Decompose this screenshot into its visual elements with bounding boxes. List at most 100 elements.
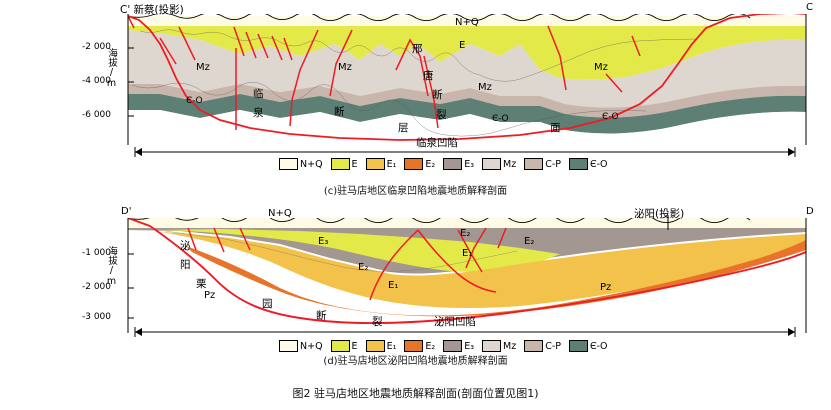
panel-c-fault-lie: 裂 bbox=[436, 109, 447, 121]
panel-c-right-end-label: C bbox=[806, 2, 813, 13]
legend2-swatch-cp bbox=[524, 340, 544, 352]
legend-label-e3: E₃ bbox=[464, 158, 474, 170]
panel-c-unit-eo-3: Є-O bbox=[602, 112, 619, 122]
panel-c-legend: N+Q E E₁ E₂ E₃ Mz C-P Є-O bbox=[279, 158, 613, 170]
legend-label-e2: E₂ bbox=[425, 158, 436, 170]
legend2-swatch-mz bbox=[482, 340, 501, 352]
panel-c-unit-nq: N+Q bbox=[455, 17, 479, 28]
legend-swatch-e1 bbox=[365, 158, 385, 170]
legend2-item-cp: C-P bbox=[524, 340, 561, 352]
panel-d-ytick-0: -1 000 bbox=[82, 248, 112, 258]
panel-d-unit-e2-c: E₂ bbox=[524, 236, 535, 247]
legend-item-e: E bbox=[330, 158, 358, 170]
panel-d-unit-e3: E₃ bbox=[318, 236, 329, 247]
panel-c-left-end-label: C' 新蔡(投影) bbox=[120, 4, 184, 16]
panel-c-fault-tang: 唐 bbox=[423, 70, 434, 82]
panel-d-caption: (d)驻马店地区泌阳凹陷地震地质解释剖面 bbox=[323, 356, 508, 367]
legend2-item-e2: E₂ bbox=[404, 340, 435, 352]
legend2-label-e3: E₃ bbox=[464, 340, 474, 352]
legend2-swatch-nq bbox=[279, 340, 298, 352]
legend2-swatch-e2 bbox=[404, 340, 424, 352]
legend2-swatch-eo bbox=[568, 340, 588, 352]
legend-item-e3: E₃ bbox=[443, 158, 474, 170]
panel-d-left-end-label: D' bbox=[121, 206, 132, 217]
legend2-swatch-e1 bbox=[365, 340, 385, 352]
panel-c-basin-label: 临泉凹陷 bbox=[416, 137, 458, 149]
panel-d-basin-label: 泌阳凹陷 bbox=[434, 316, 476, 328]
legend2-label-e: E bbox=[351, 340, 358, 352]
legend2-swatch-e3 bbox=[443, 340, 463, 352]
panel-c-fault-duan2: 断 bbox=[334, 106, 345, 118]
panel-d-ytick-2: -3 000 bbox=[82, 312, 112, 322]
panel-d-fault-yang: 阳 bbox=[180, 259, 191, 271]
panel-c-ytick-2: -6 000 bbox=[82, 110, 112, 120]
legend-item-eo: Є-O bbox=[568, 158, 608, 170]
panel-d-projection-label: 泌阳(投影) bbox=[634, 208, 685, 220]
panel-c-scale-bar bbox=[134, 147, 796, 157]
panel-d-ytick-1: -2 000 bbox=[82, 282, 112, 292]
legend-label-e: E bbox=[351, 158, 358, 170]
legend2-label-cp: C-P bbox=[545, 340, 561, 352]
panel-c-unit-mz-1: Mz bbox=[196, 62, 210, 73]
panel-c-axis-label: 海拔/m bbox=[106, 48, 117, 89]
panel-c-unit-mz-4: Mz bbox=[594, 62, 608, 73]
panel-d-fault-li: 栗 bbox=[196, 278, 207, 290]
panel-d-fault-lie: 裂 bbox=[372, 316, 383, 328]
legend2-label-eo: Є-O bbox=[589, 340, 608, 352]
legend-swatch-e2 bbox=[404, 158, 424, 170]
legend2-item-e1: E₁ bbox=[365, 340, 396, 352]
panel-d-axis-label: 海拔/m bbox=[106, 246, 117, 287]
legend-item-e2: E₂ bbox=[404, 158, 435, 170]
legend2-item-mz: Mz bbox=[482, 340, 516, 352]
legend2-item-e3: E₃ bbox=[443, 340, 474, 352]
legend-item-mz: Mz bbox=[482, 158, 516, 170]
legend2-label-mz: Mz bbox=[503, 340, 517, 352]
panel-c-fault-mian: 面 bbox=[550, 122, 561, 134]
legend-label-eo: Є-O bbox=[589, 158, 608, 170]
panel-c-ytick-1: -4 000 bbox=[82, 76, 112, 86]
legend-swatch-cp bbox=[524, 158, 544, 170]
legend-item-cp: C-P bbox=[524, 158, 561, 170]
panel-c-fault-quan: 泉 bbox=[253, 107, 264, 119]
legend2-item-nq: N+Q bbox=[279, 340, 323, 352]
legend-label-cp: C-P bbox=[545, 158, 561, 170]
panel-d-layers bbox=[128, 218, 806, 333]
panel-c-unit-eo-2: Є-O bbox=[492, 114, 509, 124]
panel-c-fault-xing: 邢 bbox=[412, 43, 423, 55]
legend-swatch-nq bbox=[279, 158, 298, 170]
panel-d-fault-mi: 泌 bbox=[180, 240, 191, 252]
panel-c-axis bbox=[127, 14, 807, 145]
panel-d-unit-pz-a: Pz bbox=[204, 290, 216, 301]
panel-d-unit-pz-b: Pz bbox=[600, 282, 612, 293]
legend2-label-nq: N+Q bbox=[300, 340, 323, 352]
panel-c-caption: (c)驻马店地区临泉凹陷地震地质解释剖面 bbox=[323, 186, 508, 197]
panel-c-fault-lin: 临 bbox=[253, 88, 264, 100]
legend2-label-e2: E₂ bbox=[425, 340, 436, 352]
panel-c-unit-mz-3: Mz bbox=[478, 82, 492, 93]
legend-label-mz: Mz bbox=[503, 158, 517, 170]
legend-item-nq: N+Q bbox=[279, 158, 323, 170]
legend-label-e1: E₁ bbox=[386, 158, 397, 170]
panel-c-unit-eo-1: Є-O bbox=[186, 96, 203, 106]
panel-d-fault-yuan: 园 bbox=[262, 298, 273, 310]
legend-item-e1: E₁ bbox=[365, 158, 397, 170]
panel-c-ytick-0: -2 000 bbox=[82, 42, 112, 52]
legend-swatch-e3 bbox=[443, 158, 463, 170]
panel-d-top-label: N+Q bbox=[268, 208, 292, 219]
legend-swatch-mz bbox=[482, 158, 501, 170]
legend-label-nq: N+Q bbox=[300, 158, 323, 170]
panel-d-fault-duan: 断 bbox=[316, 310, 327, 322]
legend-swatch-e bbox=[330, 158, 350, 170]
panel-d-unit-e1-b: E₁ bbox=[462, 248, 473, 259]
legend-swatch-eo bbox=[568, 158, 588, 170]
panel-d-scale-bar bbox=[134, 327, 796, 337]
panel-d-unit-e2-a: E₂ bbox=[358, 262, 369, 273]
legend2-item-e: E bbox=[330, 340, 358, 352]
panel-c-layers bbox=[128, 14, 806, 145]
panel-d-legend: N+Q E E₁ E₂ E₃ Mz C-P Є-O bbox=[279, 340, 613, 352]
panel-d-right-end-label: D bbox=[806, 206, 814, 217]
legend2-swatch-e bbox=[330, 340, 350, 352]
panel-d-axis bbox=[127, 215, 807, 333]
